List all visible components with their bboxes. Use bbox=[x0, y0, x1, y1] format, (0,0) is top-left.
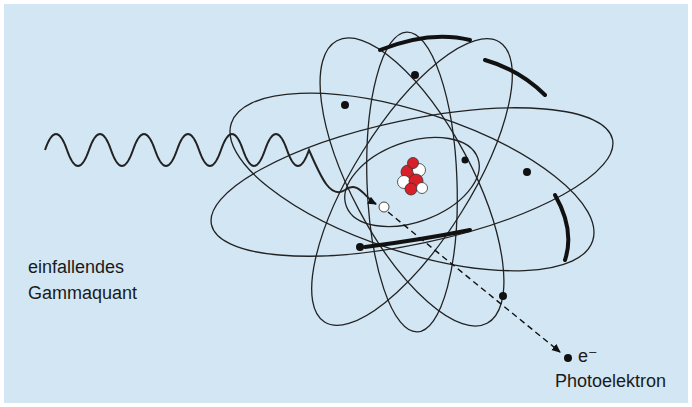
incident-label: einfallendes Gammaquant bbox=[28, 254, 148, 306]
electron-label: Photoelektron bbox=[555, 370, 666, 392]
electron-symbol: e⁻ bbox=[578, 345, 598, 367]
